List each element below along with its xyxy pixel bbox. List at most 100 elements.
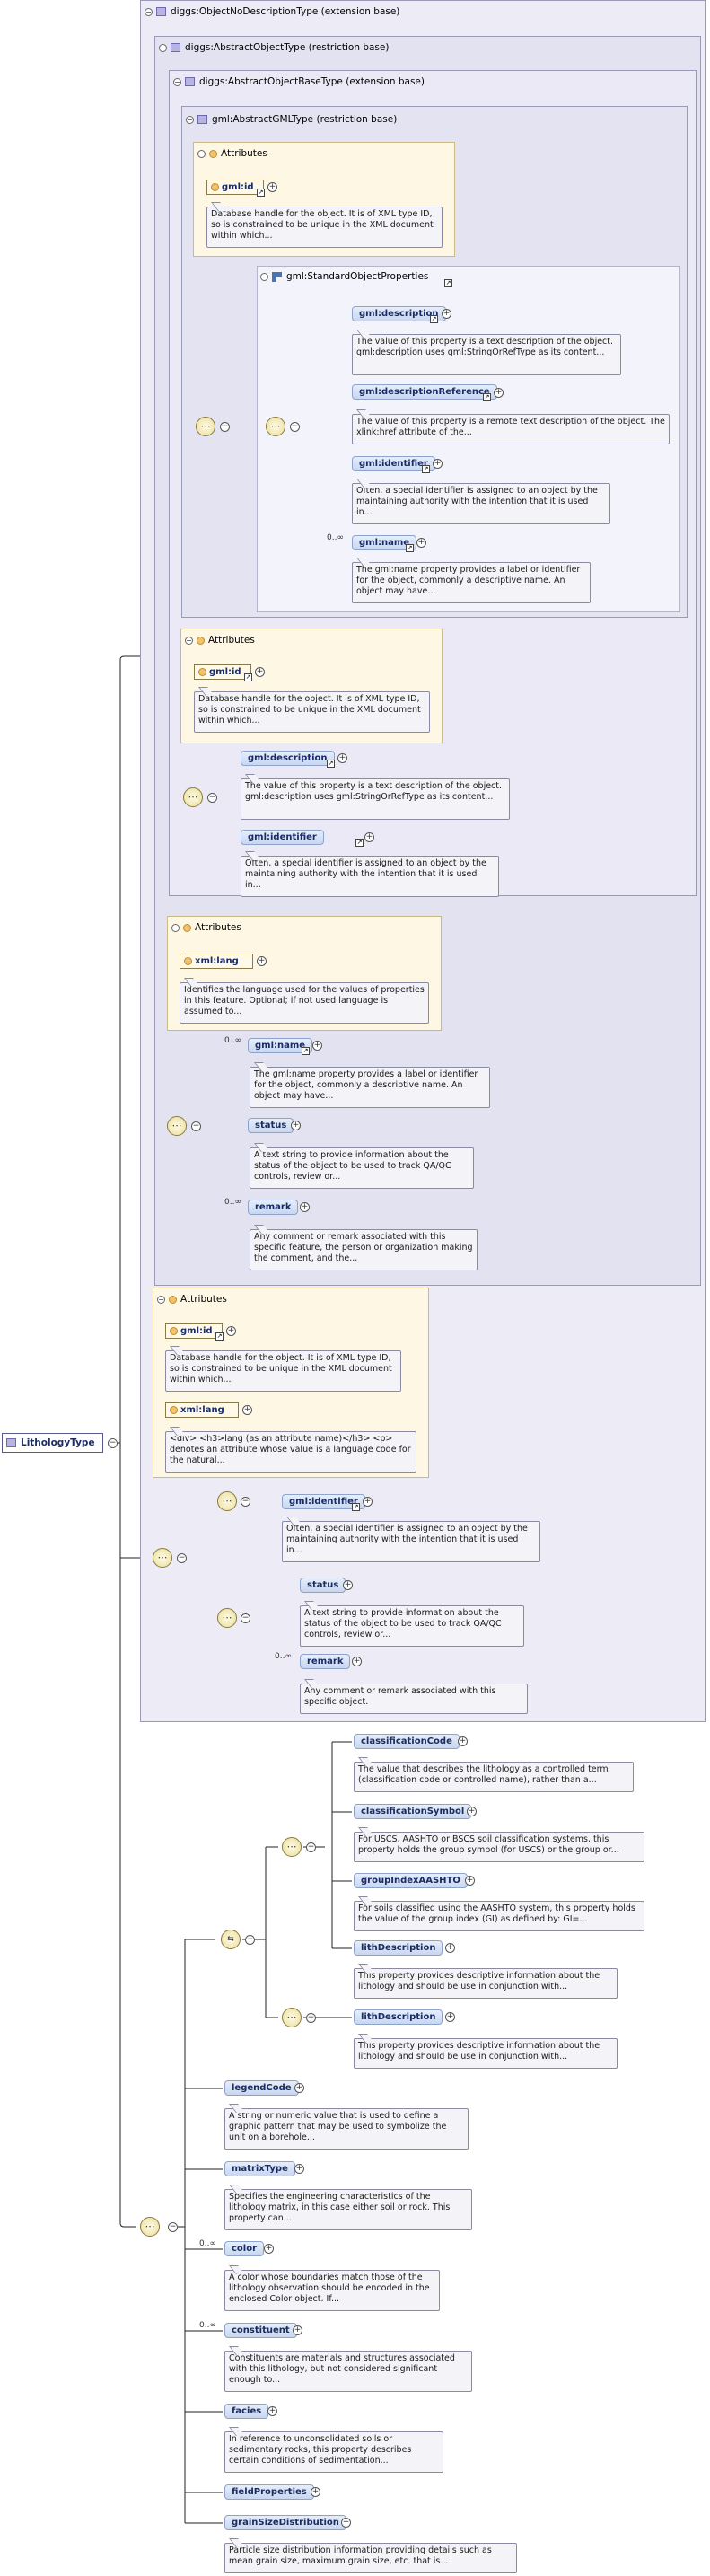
link-arrow-icon[interactable]: ↗ — [355, 839, 364, 847]
documentation-note: A color whose boundaries match those of … — [224, 2270, 440, 2311]
attribute-gml-id[interactable]: gml:id — [206, 180, 264, 195]
expand-plus-icon[interactable]: + — [494, 388, 504, 398]
expand-plus-icon[interactable]: + — [343, 1580, 353, 1590]
collapse-minus-icon[interactable]: − — [245, 1935, 255, 1945]
root-lithology-type[interactable]: LithologyType — [2, 1433, 103, 1453]
expand-plus-icon[interactable]: + — [294, 2083, 304, 2093]
element-legend-code[interactable]: legendCode — [224, 2080, 299, 2096]
collapse-toggle-icon[interactable]: − — [173, 77, 181, 86]
collapse-minus-icon[interactable]: − — [241, 1497, 250, 1507]
documentation-note: For USCS, AASHTO or BSCS soil classifica… — [354, 1832, 644, 1862]
link-arrow-icon[interactable]: ↗ — [483, 393, 491, 401]
element-gml-description[interactable]: gml:description — [241, 751, 335, 766]
expand-plus-icon[interactable]: + — [364, 832, 374, 842]
expand-plus-icon[interactable]: + — [442, 309, 451, 319]
link-arrow-icon[interactable]: ↗ — [327, 760, 335, 768]
element-lith-description[interactable]: lithDescription — [354, 2009, 443, 2025]
element-status[interactable]: status — [300, 1578, 346, 1593]
link-arrow-icon[interactable]: ↗ — [422, 465, 430, 473]
element-gml-name[interactable]: gml:name — [248, 1038, 313, 1053]
expand-plus-icon[interactable]: + — [341, 2518, 351, 2528]
expand-plus-icon[interactable]: + — [352, 1657, 362, 1666]
collapse-toggle-icon[interactable]: − — [186, 115, 194, 124]
link-arrow-icon[interactable]: ↗ — [430, 315, 438, 323]
expand-plus-icon[interactable]: + — [312, 1041, 322, 1051]
element-classification-symbol[interactable]: classificationSymbol — [354, 1804, 472, 1819]
collapse-toggle-icon[interactable]: − — [260, 272, 268, 281]
expand-plus-icon[interactable]: + — [445, 1943, 455, 1953]
documentation-note: Any comment or remark associated with th… — [250, 1229, 478, 1270]
expand-plus-icon[interactable]: + — [255, 667, 265, 677]
element-gml-identifier[interactable]: gml:identifier — [352, 456, 435, 471]
expand-plus-icon[interactable]: + — [363, 1497, 373, 1507]
element-gml-identifier[interactable]: gml:identifier — [282, 1494, 365, 1509]
expand-plus-icon[interactable]: + — [267, 182, 277, 192]
documentation-note: The value of this property is a text des… — [352, 334, 621, 375]
link-arrow-icon[interactable]: ↗ — [302, 1047, 310, 1055]
element-remark[interactable]: remark — [248, 1200, 299, 1215]
element-classification-code[interactable]: classificationCode — [354, 1734, 460, 1749]
collapse-toggle-icon[interactable]: − — [197, 149, 206, 158]
expand-plus-icon[interactable]: + — [242, 1405, 252, 1415]
collapse-toggle-icon[interactable]: − — [145, 7, 153, 16]
collapse-minus-icon[interactable]: − — [168, 2222, 178, 2232]
expand-plus-icon[interactable]: + — [337, 753, 347, 763]
link-arrow-icon[interactable]: ↗ — [406, 544, 414, 552]
element-constituent[interactable]: constituent — [224, 2323, 297, 2338]
expand-plus-icon[interactable]: + — [433, 459, 443, 469]
element-gml-description-reference[interactable]: gml:descriptionReference — [352, 384, 497, 400]
expand-plus-icon[interactable]: + — [416, 538, 426, 548]
expand-plus-icon[interactable]: + — [294, 2164, 304, 2174]
expand-plus-icon[interactable]: + — [467, 1807, 477, 1816]
expand-plus-icon[interactable]: + — [465, 1876, 475, 1886]
element-gml-name[interactable]: gml:name — [352, 535, 417, 550]
element-remark[interactable]: remark — [300, 1654, 351, 1669]
link-arrow-icon[interactable]: ↗ — [444, 279, 452, 287]
collapse-minus-icon[interactable]: − — [108, 1438, 118, 1448]
collapse-minus-icon[interactable]: − — [306, 1842, 316, 1852]
element-facies[interactable]: facies — [224, 2404, 269, 2419]
collapse-toggle-icon[interactable]: − — [185, 636, 193, 645]
expand-plus-icon[interactable]: + — [458, 1736, 468, 1746]
collapse-minus-icon[interactable]: − — [207, 793, 217, 803]
expand-plus-icon[interactable]: + — [445, 2012, 455, 2022]
expand-plus-icon[interactable]: + — [267, 2406, 277, 2416]
expand-plus-icon[interactable]: + — [300, 1202, 310, 1212]
collapse-minus-icon[interactable]: − — [177, 1553, 187, 1563]
multiplicity-label: 0..∞ — [275, 1652, 292, 1661]
attribute-xml-lang[interactable]: xml:lang — [180, 954, 253, 969]
element-matrix-type[interactable]: matrixType — [224, 2161, 295, 2176]
element-gml-identifier[interactable]: gml:identifier — [241, 830, 324, 845]
element-color[interactable]: color — [224, 2241, 265, 2256]
link-arrow-icon[interactable]: ↗ — [352, 1503, 360, 1511]
attribute-xml-lang[interactable]: xml:lang — [165, 1402, 239, 1418]
collapse-minus-icon[interactable]: − — [220, 422, 230, 432]
link-arrow-icon[interactable]: ↗ — [257, 189, 265, 197]
collapse-minus-icon[interactable]: − — [306, 2013, 316, 2023]
element-field-properties[interactable]: fieldProperties — [224, 2484, 314, 2500]
element-group-index-aashto[interactable]: groupIndexAASHTO — [354, 1873, 468, 1888]
expand-plus-icon[interactable]: + — [311, 2487, 320, 2497]
attribute-gml-id[interactable]: gml:id — [194, 664, 251, 680]
link-arrow-icon[interactable]: ↗ — [244, 673, 252, 681]
collapse-minus-icon[interactable]: − — [290, 422, 300, 432]
link-arrow-icon[interactable]: ↗ — [215, 1332, 224, 1341]
sequence-compositor-icon: ⋯ — [183, 787, 203, 807]
expand-plus-icon[interactable]: + — [257, 956, 267, 966]
element-grain-size-distribution[interactable]: grainSizeDistribution — [224, 2515, 346, 2530]
abstract-object-base-type-header: −diggs:AbstractObjectBaseType (extension… — [173, 76, 425, 87]
element-lith-description[interactable]: lithDescription — [354, 1940, 443, 1956]
collapse-minus-icon[interactable]: − — [191, 1121, 201, 1131]
collapse-toggle-icon[interactable]: − — [171, 923, 180, 932]
expand-plus-icon[interactable]: + — [293, 2325, 302, 2335]
attribute-gml-id[interactable]: gml:id — [165, 1323, 223, 1339]
collapse-toggle-icon[interactable]: − — [159, 43, 167, 52]
sequence-compositor-icon: ⋯ — [282, 2008, 302, 2027]
expand-plus-icon[interactable]: + — [226, 1326, 236, 1336]
collapse-minus-icon[interactable]: − — [241, 1613, 250, 1623]
collapse-toggle-icon[interactable]: − — [157, 1295, 165, 1304]
element-status[interactable]: status — [248, 1118, 294, 1133]
abstract-object-type-header: −diggs:AbstractObjectType (restriction b… — [159, 42, 390, 53]
expand-plus-icon[interactable]: + — [291, 1121, 301, 1130]
expand-plus-icon[interactable]: + — [264, 2244, 274, 2254]
